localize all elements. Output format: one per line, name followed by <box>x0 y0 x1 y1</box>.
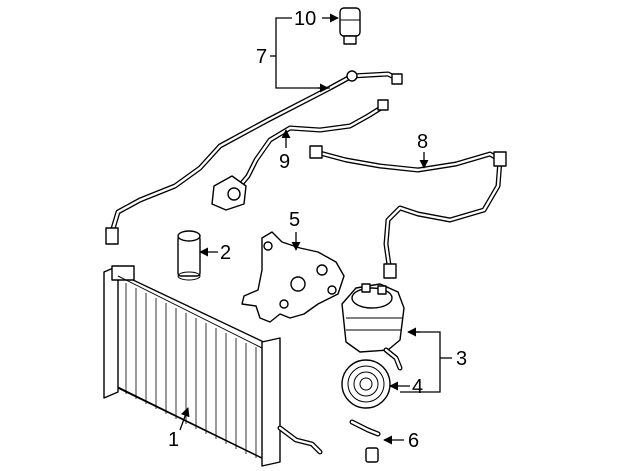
callout-1: 1 <box>168 429 179 451</box>
compressor-bracket-part[interactable] <box>241 231 345 323</box>
callout-3: 3 <box>456 348 467 370</box>
liquid-line-8[interactable] <box>309 145 507 279</box>
cutout-switch-part[interactable] <box>339 7 361 45</box>
discharge-line-7[interactable] <box>105 70 403 245</box>
callout-10: 10 <box>294 8 316 30</box>
compressor-part[interactable] <box>341 283 405 371</box>
callout-9: 9 <box>279 151 290 173</box>
callout-7: 7 <box>256 46 267 68</box>
callout-6: 6 <box>408 430 419 452</box>
condenser-fins <box>125 283 257 458</box>
callout-4: 4 <box>412 376 423 398</box>
callout-8: 8 <box>417 131 428 153</box>
leader-lines <box>179 13 452 445</box>
receiver-drier-part[interactable] <box>177 230 201 281</box>
suction-line-9[interactable] <box>211 99 389 211</box>
condenser-part[interactable] <box>103 265 323 467</box>
clutch-assembly-part[interactable] <box>341 359 391 409</box>
callout-5: 5 <box>289 209 300 231</box>
pressure-switch-part[interactable] <box>349 419 381 463</box>
callout-2: 2 <box>220 242 231 264</box>
